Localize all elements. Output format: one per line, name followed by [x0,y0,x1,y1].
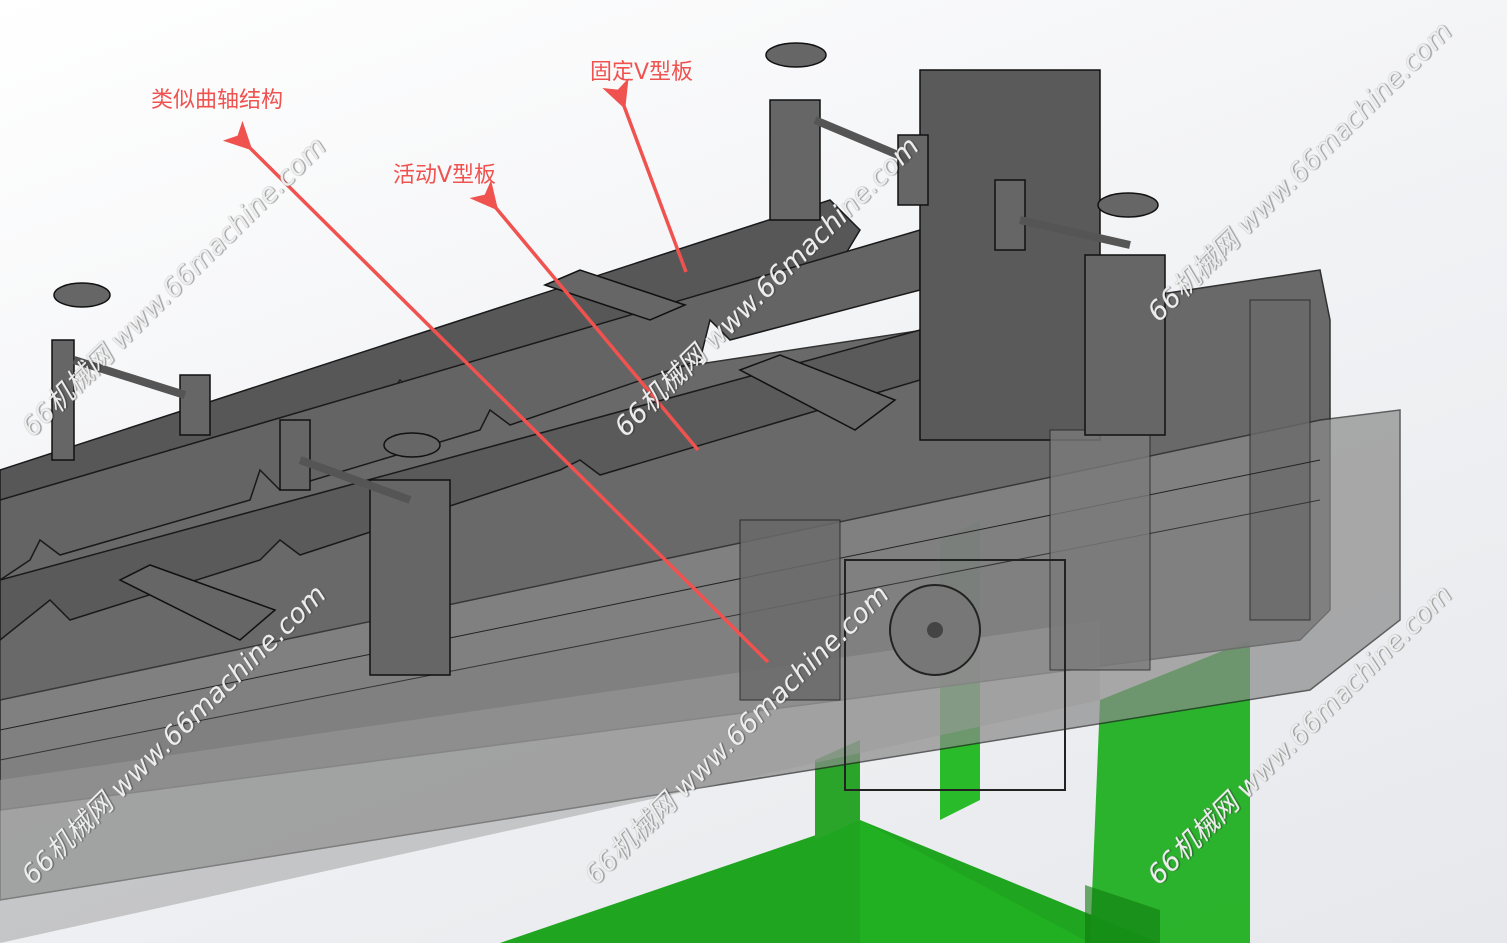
arrow-fixed-v [602,78,688,273]
label-fixed-v-plate: 固定V型板 [590,60,694,85]
label-crank-structure: 类似曲轴结构 [151,88,284,113]
clamp-brackets [51,42,1166,676]
crank-mechanism [739,69,1151,791]
annotation-arrows [222,78,770,664]
arrow-crank [222,120,770,664]
arrow-moving-v [469,180,700,452]
label-moving-v-plate: 活动V型板 [393,163,497,188]
